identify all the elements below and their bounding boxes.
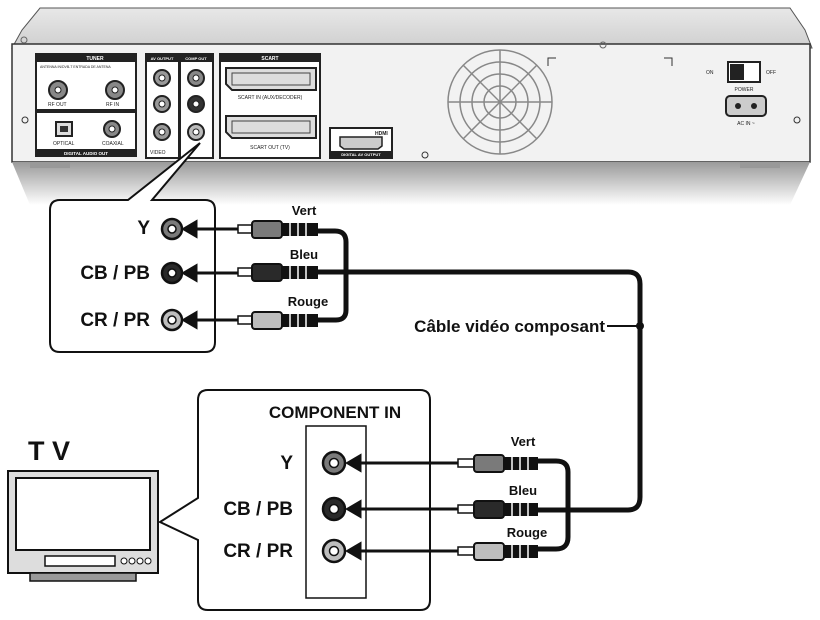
- scart-in-label: SCART IN (AUX/DECODER): [238, 95, 303, 101]
- callout-top-jacks: [160, 217, 184, 332]
- plug-bottom-blue: [457, 500, 538, 519]
- device-rear-panel: TUNER ANTENNA IN/DVB-T ENTRADA DE ANTENA…: [11, 7, 813, 205]
- tv-button: [136, 557, 144, 565]
- arrows-top: [181, 219, 240, 330]
- cable-top-color-bleu: Bleu: [290, 247, 318, 262]
- scart-in-connector: [225, 67, 317, 91]
- tv-label-pb: CB / PB: [223, 499, 293, 520]
- cable-top-color-rouge: Rouge: [288, 294, 328, 309]
- hdmi-port: [339, 136, 383, 150]
- coaxial-label: COAXIAL: [102, 141, 124, 147]
- plug-bottom-green: [457, 454, 538, 473]
- cable-top-color-vert: Vert: [292, 203, 317, 218]
- cable-bottom-color-vert: Vert: [511, 434, 536, 449]
- screw: [793, 116, 801, 124]
- cable-main-run: [315, 269, 643, 513]
- fan-grille: [447, 49, 553, 155]
- cable-loop-top: [315, 228, 349, 323]
- optical-label: OPTICAL: [53, 141, 75, 147]
- scart-label: SCART: [261, 56, 278, 62]
- tv-control-strip: [44, 555, 116, 567]
- tv-set: T V: [7, 436, 159, 582]
- screw: [20, 36, 28, 44]
- rf-out-label: RF OUT: [48, 102, 67, 108]
- av-output-label: AV OUTPUT: [151, 56, 174, 61]
- screw: [21, 116, 29, 124]
- power-label: POWER: [735, 87, 754, 93]
- screw: [599, 41, 607, 49]
- tuner-label: TUNER: [86, 56, 104, 62]
- callout-tv: COMPONENT IN Y CB / PB CR / PR: [157, 389, 431, 611]
- ac-inlet: [725, 95, 767, 117]
- tv-stand: [29, 572, 137, 582]
- arrows-bottom: [345, 453, 460, 561]
- screw: [421, 151, 429, 159]
- cable-bottom-color-rouge: Rouge: [507, 525, 547, 540]
- callout-top-label-pr: CR / PR: [80, 310, 150, 331]
- rf-in-label: RF IN: [106, 102, 119, 108]
- plug-top-green: [237, 220, 318, 239]
- hdmi-logo: HDMI: [375, 131, 388, 137]
- digital-audio-label: DIGITAL AUDIO OUT: [64, 151, 108, 156]
- on-label: ON: [706, 70, 714, 76]
- device-shadow: [12, 162, 810, 205]
- cable-name: Câble vidéo composant: [414, 317, 605, 336]
- plugs-top: Vert Bleu Rouge: [181, 203, 328, 330]
- comp-out-label: COMP OUT: [185, 56, 207, 61]
- plug-top-blue: [237, 263, 318, 282]
- callout-top-bubble: [49, 142, 216, 353]
- tv-title: T V: [28, 436, 70, 466]
- component-in-title: COMPONENT IN: [269, 403, 401, 422]
- cable-bottom-color-bleu: Bleu: [509, 483, 537, 498]
- plugs-bottom: Vert Bleu Rouge: [345, 434, 547, 561]
- ac-in-label: AC IN ~: [737, 121, 755, 127]
- scart-out-connector: [225, 115, 317, 139]
- plug-top-red: [237, 311, 318, 330]
- scart-out-label: SCART OUT (TV): [250, 145, 290, 151]
- cable-loop-bottom: [535, 458, 571, 552]
- callout-top-label-pb: CB / PB: [80, 263, 150, 284]
- tv-label-y: Y: [280, 453, 293, 474]
- callout-top-label-y: Y: [137, 218, 150, 239]
- device-top-cover: [11, 7, 813, 49]
- digital-av-output-label: DIGITAL AV OUTPUT: [341, 152, 381, 157]
- tv-button: [120, 557, 128, 565]
- tv-label-pr: CR / PR: [223, 541, 293, 562]
- off-label: OFF: [766, 70, 776, 76]
- tv-button: [144, 557, 152, 565]
- plug-bottom-red: [457, 542, 538, 561]
- cable-wires: [315, 228, 643, 552]
- tv-screen: [15, 477, 151, 551]
- callout-tv-bubble: [157, 389, 431, 611]
- video-label: VIDEO: [150, 150, 166, 156]
- tv-button: [128, 557, 136, 565]
- tuner-sub: ANTENNA IN/DVB-T ENTRADA DE ANTENA: [40, 65, 111, 69]
